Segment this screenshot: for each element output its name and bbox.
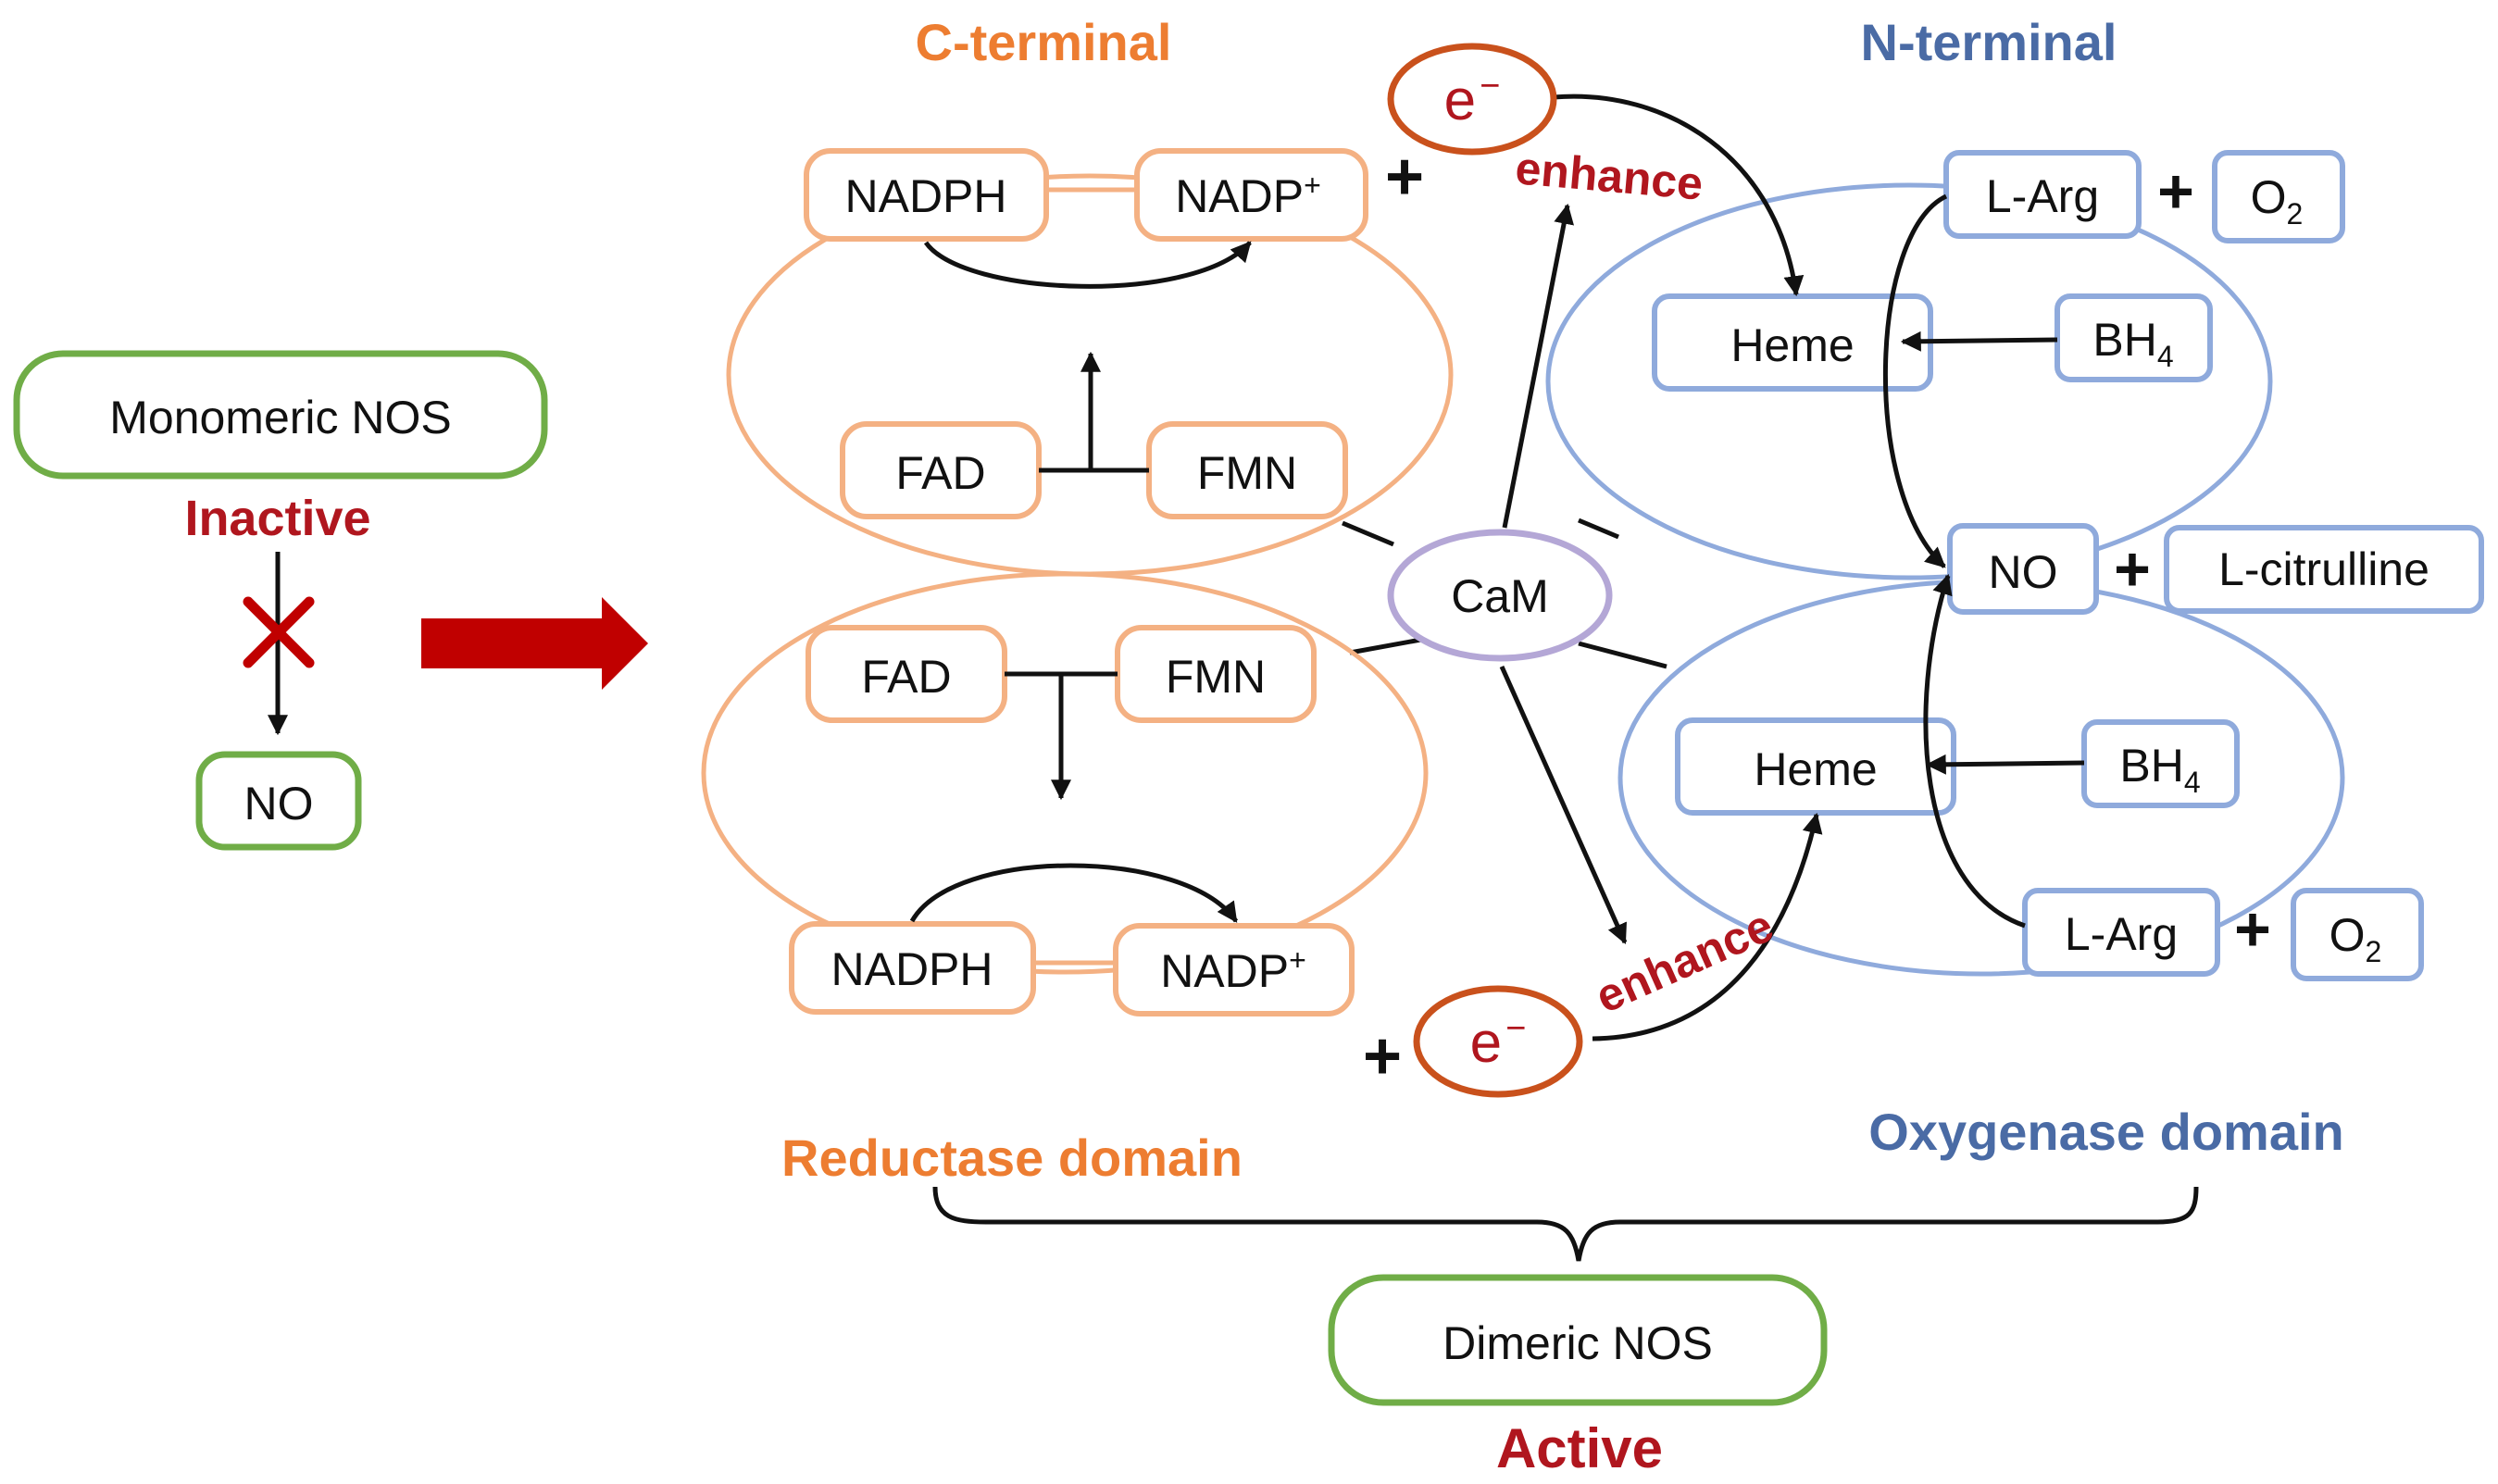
cam-ellipse xyxy=(1387,529,1613,662)
bh4-label-bottom: BH4 xyxy=(2119,740,2200,799)
oxygenase-domain-label: Oxygenase domain xyxy=(1868,1103,2344,1161)
o2-box-bottom xyxy=(2291,888,2424,981)
o2-label-top: O2 xyxy=(2251,171,2304,231)
plus-o2-bottom: + xyxy=(2234,894,2271,965)
heme-label-top: Heme xyxy=(1730,319,1854,371)
no-left-box xyxy=(195,751,362,851)
monomeric-nos-label: Monomeric NOS xyxy=(109,392,452,443)
oxygenase-ellipse-top xyxy=(1545,182,2273,580)
cam-link-red-bottom xyxy=(1349,636,1427,655)
nadp-box-top xyxy=(1134,148,1368,242)
electron-to-heme-arrow-top xyxy=(1553,94,1805,297)
nadph-label-bottom: NADPH xyxy=(831,943,993,995)
plus-citrulline: + xyxy=(2114,534,2151,605)
nadp-label-bottom: NADP+ xyxy=(1160,943,1306,997)
l-arg-to-no-arrow-top xyxy=(1882,193,1948,568)
nadp-box-bottom xyxy=(1113,923,1355,1016)
bh4-to-heme-arrow-top xyxy=(1900,330,2058,352)
plus-electron-bottom: + xyxy=(1363,1019,1402,1093)
nadp-label-top: NADP+ xyxy=(1175,168,1321,222)
domain-brace xyxy=(932,1186,2199,1262)
l-arg-label-bottom: L-Arg xyxy=(2065,908,2178,960)
fmn-label-top: FMN xyxy=(1197,447,1297,499)
bh4-box-top xyxy=(2055,293,2213,382)
l-arg-box-bottom xyxy=(2022,888,2220,977)
electron-ellipse-bottom xyxy=(1413,985,1583,1098)
l-arg-box-top xyxy=(1943,150,2142,239)
cam-link-red-top xyxy=(1342,520,1394,547)
monomeric-nos-box xyxy=(13,350,548,480)
nadph-to-nadp-arrow-bottom xyxy=(909,863,1239,923)
cam-link-oxy-bottom xyxy=(1578,641,1667,669)
plus-nadp-top: + xyxy=(1385,140,1424,214)
bh4-to-heme-arrow-bottom xyxy=(1925,754,2085,775)
electron-to-heme-arrow-bottom xyxy=(1592,812,1823,1041)
l-citrulline-label: L-citrulline xyxy=(2218,543,2429,595)
fad-label-top: FAD xyxy=(895,447,985,499)
electron-label-top: e− xyxy=(1444,67,1501,132)
nadph-box-bottom xyxy=(789,921,1036,1015)
no-left-label: NO xyxy=(244,778,314,829)
cam-enhance-arrow-bottom xyxy=(1499,665,1628,945)
bh4-label-top: BH4 xyxy=(2092,314,2173,373)
dimeric-nos-label: Dimeric NOS xyxy=(1443,1317,1713,1369)
c-terminal-title: C-terminal xyxy=(916,13,1172,71)
dimeric-nos-box xyxy=(1328,1274,1828,1406)
no-product-box xyxy=(1947,523,2099,615)
inactive-label: Inactive xyxy=(184,491,370,546)
o2-box-top xyxy=(2212,150,2345,243)
cam-label: CaM xyxy=(1451,570,1549,622)
enhance-label-top: enhance xyxy=(1514,142,1705,209)
nadph-box-top xyxy=(804,148,1049,242)
active-label: Active xyxy=(1496,1417,1663,1479)
reductase-domain-label: Reductase domain xyxy=(781,1129,1243,1187)
fmn-label-bottom: FMN xyxy=(1166,651,1266,703)
no-product-label: NO xyxy=(1989,546,2058,598)
reductase-ellipse-bottom xyxy=(701,571,1429,975)
nadph-to-nadp-arrow-top xyxy=(923,241,1252,289)
o2-label-bottom: O2 xyxy=(2329,909,2382,968)
nadph-label-top: NADPH xyxy=(844,170,1006,222)
heme-label-bottom: Heme xyxy=(1754,743,1877,795)
plus-o2-top: + xyxy=(2157,156,2194,227)
fad-label-bottom: FAD xyxy=(861,651,951,703)
electron-label-bottom: e− xyxy=(1470,1009,1527,1075)
l-citrulline-box xyxy=(2164,525,2484,614)
cam-enhance-arrow-top xyxy=(1502,203,1574,529)
cam-link-oxy-top xyxy=(1578,518,1619,540)
n-terminal-title: N-terminal xyxy=(1861,13,2117,71)
block-cross-icon xyxy=(243,596,315,668)
transition-arrow-icon xyxy=(421,597,648,690)
l-arg-label-top: L-Arg xyxy=(1986,170,2099,222)
electron-ellipse-top xyxy=(1387,43,1557,156)
l-arg-to-no-arrow-bottom xyxy=(1923,573,2026,929)
